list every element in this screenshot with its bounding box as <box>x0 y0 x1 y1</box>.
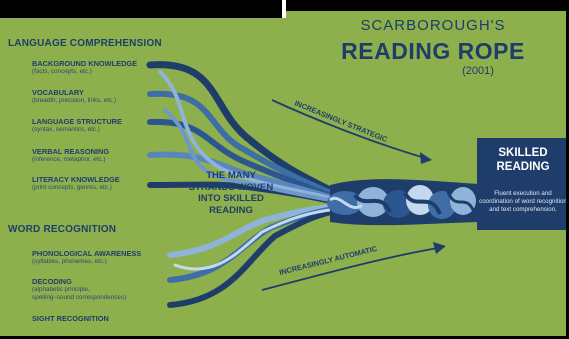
vocabulary-label: VOCABULARY <box>32 88 84 97</box>
title-line1: SCARBOROUGH'S <box>338 17 528 34</box>
skilled-reading-box: SKILLED READING Fluent execution and coo… <box>477 138 569 230</box>
strategic-arrow <box>272 100 432 164</box>
verbal-reasoning-label: VERBAL REASONING <box>32 147 109 156</box>
verbal-reasoning-detail: (inference, metaphor, etc.) <box>32 156 106 163</box>
literacy-knowledge-label: LITERACY KNOWLEDGE <box>32 175 120 184</box>
decoding-detail: (alphabetic principle, <box>32 286 90 293</box>
woven-rope <box>327 179 478 225</box>
top-black-bar-right <box>286 0 569 11</box>
skilled-reading-title: SKILLED READING <box>477 146 569 174</box>
phonological-awareness-detail: (syllables, phonemes, etc.) <box>32 258 107 265</box>
top-black-bar-left <box>0 0 282 18</box>
decoding-label: DECODING <box>32 277 72 286</box>
strategic-label: INCREASINGLY STRATEGIC <box>293 99 389 145</box>
many-strands-text: THE MANY STRANDS WOVEN INTO SKILLED READ… <box>186 170 276 216</box>
word-recognition-heading: WORD RECOGNITION <box>8 224 116 235</box>
language-structure-label: LANGUAGE STRUCTURE <box>32 117 122 126</box>
skilled-reading-description: Fluent execution and coordination of wor… <box>479 190 567 214</box>
vocabulary-detail: (breadth, precision, links, etc.) <box>32 97 116 104</box>
background-knowledge-detail: (facts, concepts, etc.) <box>32 68 92 75</box>
language-structure-detail: (syntax, semantics, etc.) <box>32 126 100 133</box>
sight-recognition-label: SIGHT RECOGNITION <box>32 314 109 323</box>
decoding-detail-2: spelling–sound correspondences) <box>32 294 126 301</box>
title-year: (2001) <box>448 65 508 77</box>
language-comprehension-heading: LANGUAGE COMPREHENSION <box>8 38 162 49</box>
word-recognition-strands <box>170 206 342 305</box>
title-line2: READING ROPE <box>333 38 533 65</box>
phonological-awareness-label: PHONOLOGICAL AWARENESS <box>32 249 141 258</box>
literacy-knowledge-detail: (print concepts, genres, etc.) <box>32 184 112 191</box>
background-knowledge-label: BACKGROUND KNOWLEDGE <box>32 59 137 68</box>
